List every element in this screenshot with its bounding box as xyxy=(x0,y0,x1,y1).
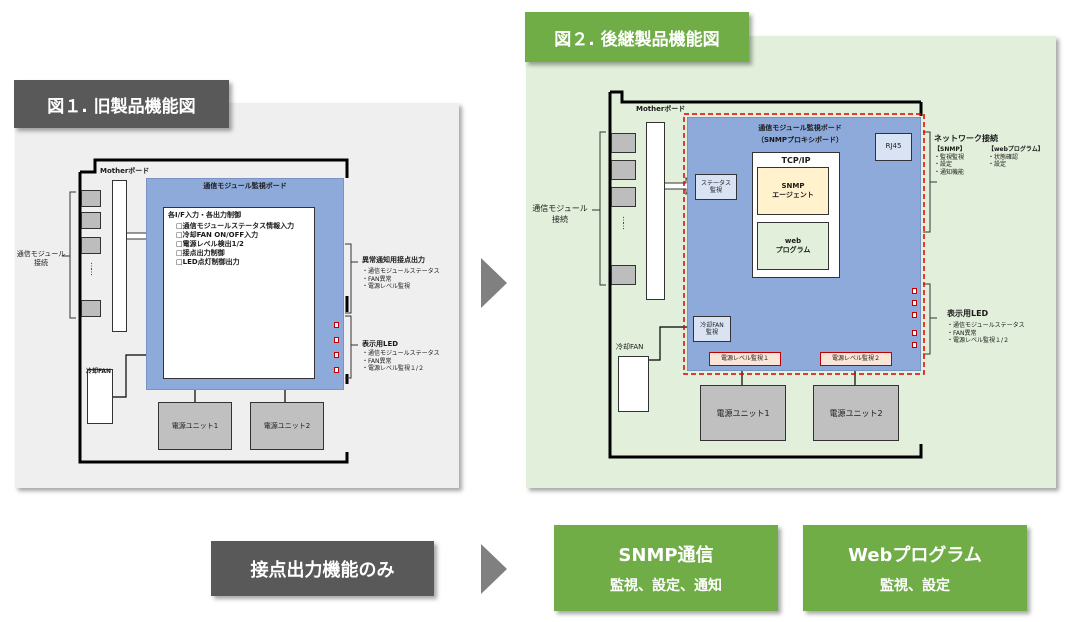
power-level-monitor-1: 電源レベル監視１ xyxy=(709,352,781,366)
old-alarm-title: 異常通知用接点出力 xyxy=(362,256,425,264)
new-comm-module-label: 通信モジュール 接続 xyxy=(532,204,588,224)
power-level-monitor-2: 電源レベル監視２ xyxy=(820,352,892,366)
old-led xyxy=(334,322,339,328)
snmp-feature-item: ・設定 xyxy=(934,161,953,168)
web-summary-badge: Webプログラム 監視、設定 xyxy=(803,525,1027,611)
old-mother-board xyxy=(112,180,127,332)
new-led-item: ・電源レベル監視１/２ xyxy=(947,337,1010,344)
snmp-summary-badge: SNMP通信 監視、設定、通知 xyxy=(554,525,778,611)
new-module-dots: …… xyxy=(620,216,630,228)
old-cooling-fan-label: 冷却FAN xyxy=(86,368,112,375)
old-module-slot xyxy=(81,212,101,229)
old-led-item: ・FAN異常 xyxy=(362,357,392,365)
old-cooling-fan xyxy=(87,369,113,424)
old-psu-2: 電源ユニット2 xyxy=(250,402,324,450)
old-comm-module-label: 通信モジュール 接続 xyxy=(16,250,66,268)
new-led-item: ・FAN異常 xyxy=(947,329,977,337)
new-led-title: 表示用LED xyxy=(947,309,989,318)
old-mother-board-label: Motherボード xyxy=(100,167,150,175)
snmp-summary-sub: 監視、設定、通知 xyxy=(610,578,722,594)
web-feature-list: 【webプログラム】 ・状態確認 ・設定 xyxy=(988,146,1044,169)
fan-monitor-box: 冷却FAN 監視 xyxy=(693,316,731,342)
old-module-slot xyxy=(81,190,101,207)
old-led-list: ・通信モジュールステータス ・FAN異常 ・電源レベル監視１/２ xyxy=(362,350,440,373)
new-mother-board-label: Motherボード xyxy=(636,105,686,113)
old-io-item: □LED点灯制御出力 xyxy=(176,258,240,267)
new-mother-board xyxy=(646,122,665,300)
new-module-slot xyxy=(611,133,636,153)
snmp-feature-item: ・監視監視 xyxy=(934,153,965,161)
old-module-slot xyxy=(81,237,101,254)
new-led-list: ・通信モジュールステータス ・FAN異常 ・電源レベル監視１/２ xyxy=(947,322,1025,345)
snmp-summary-title: SNMP通信 xyxy=(618,545,714,566)
web-col-title: 【webプログラム】 xyxy=(988,146,1044,153)
old-io-item: □接点出力制御 xyxy=(176,249,225,258)
old-alarm-item: ・通信モジュールステータス xyxy=(362,268,440,275)
old-summary-badge: 接点出力機能のみ xyxy=(211,541,434,596)
status-monitor-box: ステータス 監視 xyxy=(695,174,737,200)
new-psu-2: 電源ユニット2 xyxy=(813,385,899,441)
old-led xyxy=(334,352,339,358)
old-io-item: □冷却FAN ON/OFF入力 xyxy=(176,231,259,240)
old-led-item: ・通信モジュールステータス xyxy=(362,350,440,357)
network-title: ネットワーク接続 xyxy=(934,134,998,143)
snmp-feature-list: 【SNMP】 ・監視監視 ・設定 ・通知機能 xyxy=(934,146,966,176)
snmp-agent: SNMP エージェント xyxy=(757,167,829,215)
new-led xyxy=(912,330,917,336)
web-feature-item: ・設定 xyxy=(988,161,1007,168)
new-led xyxy=(912,300,917,306)
rj45-port: RJ45 xyxy=(875,133,912,161)
proxy-board-title-1: 通信モジュール監視ボード xyxy=(758,124,842,132)
old-monitor-board-title: 通信モジュール監視ボード xyxy=(203,182,287,190)
old-led xyxy=(334,337,339,343)
new-cooling-fan-label: 冷却FAN xyxy=(616,343,644,351)
new-module-slot xyxy=(611,265,636,285)
web-program: web プログラム xyxy=(757,222,829,270)
old-io-item: □通信モジュールステータス情報入力 xyxy=(176,222,295,231)
old-psu-1: 電源ユニット1 xyxy=(158,402,232,450)
new-cooling-fan xyxy=(618,356,649,412)
web-summary-sub: 監視、設定 xyxy=(880,578,950,594)
old-io-heading: 各I/F入力・各出力制御 xyxy=(168,211,241,219)
web-summary-title: Webプログラム xyxy=(848,545,982,566)
old-module-slot xyxy=(81,300,101,317)
tcpip-label: TCP/IP xyxy=(781,156,811,165)
web-feature-item: ・状態確認 xyxy=(988,153,1019,161)
old-io-item: □電源レベル検出1/2 xyxy=(176,240,244,249)
proxy-board-title-2: （SNMPプロキシボード） xyxy=(757,136,843,144)
new-diagram-title: 図２. 後継製品機能図 xyxy=(525,12,749,62)
new-psu-1: 電源ユニット1 xyxy=(700,385,786,441)
old-alarm-item: ・電源レベル監視 xyxy=(362,283,411,290)
snmp-col-title: 【SNMP】 xyxy=(934,146,966,153)
new-led-item: ・通信モジュールステータス xyxy=(947,322,1025,329)
snmp-feature-item: ・通知機能 xyxy=(934,168,965,176)
new-led xyxy=(912,342,917,348)
old-led xyxy=(334,367,339,373)
old-alarm-list: ・通信モジュールステータス ・FAN異常 ・電源レベル監視 xyxy=(362,268,440,291)
old-io-box: 各I/F入力・各出力制御 □通信モジュールステータス情報入力 □冷却FAN ON… xyxy=(163,207,315,379)
old-diagram-title: 図１. 旧製品機能図 xyxy=(14,80,229,128)
new-module-slot xyxy=(611,187,636,207)
new-led xyxy=(912,312,917,318)
old-led-title: 表示用LED xyxy=(362,340,399,348)
old-alarm-item: ・FAN異常 xyxy=(362,275,392,283)
new-led xyxy=(912,288,917,294)
old-module-dots: …… xyxy=(88,262,98,274)
arrow-right-icon xyxy=(481,544,507,594)
old-led-item: ・電源レベル監視１/２ xyxy=(362,365,425,372)
old-io-list: □通信モジュールステータス情報入力 □冷却FAN ON/OFF入力 □電源レベル… xyxy=(176,222,310,267)
new-module-slot xyxy=(611,160,636,180)
arrow-right-icon xyxy=(481,258,507,308)
